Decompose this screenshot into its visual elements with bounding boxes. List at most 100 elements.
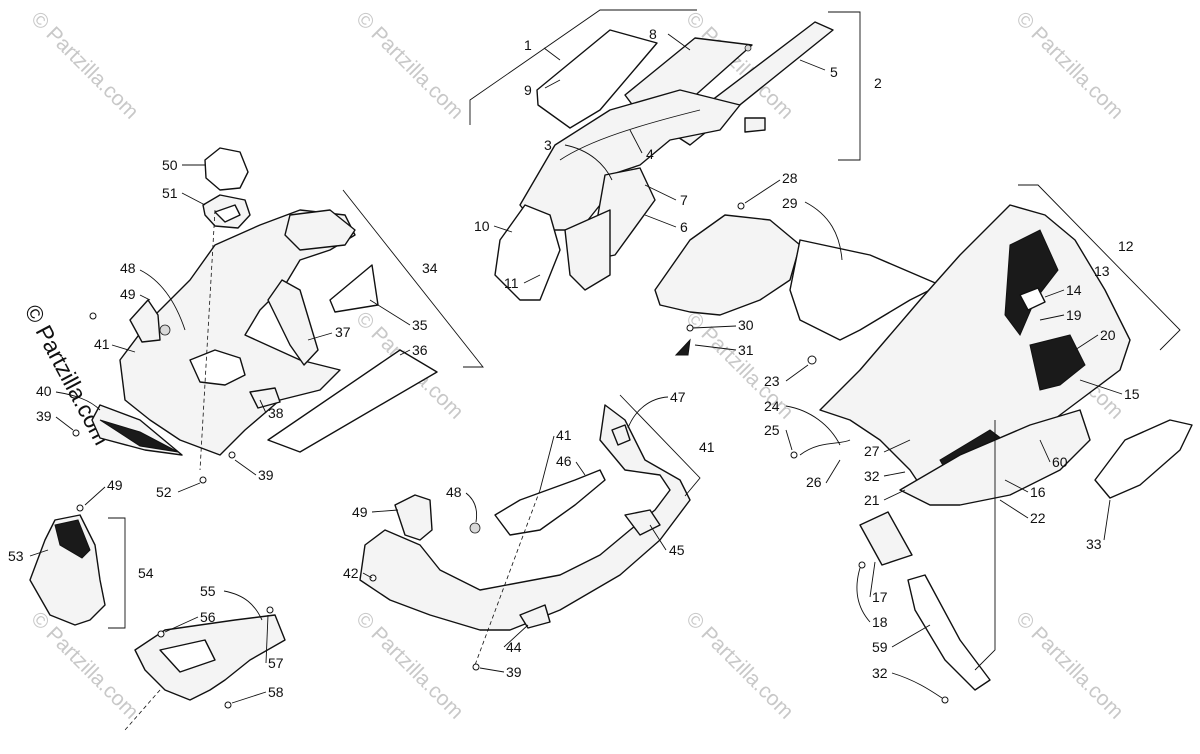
watermark: © Partzilla.com: [351, 607, 467, 723]
callout-33: 33: [1086, 536, 1102, 552]
part-13-hood: [819, 204, 1131, 501]
leader-32b: [891, 672, 943, 699]
part-34-duct-opening: [189, 349, 246, 386]
part-10-nose: [494, 204, 561, 301]
bracket-16-59: [974, 420, 996, 671]
callout-11: 11: [504, 275, 519, 291]
bracket-42: [619, 394, 701, 497]
callout-48: 48: [120, 260, 136, 276]
callout-51: 51: [162, 185, 178, 201]
part-23-nut: [807, 355, 817, 365]
leader-9: [544, 79, 561, 89]
leader-47: [627, 396, 669, 429]
callout-7: 7: [680, 192, 688, 208]
part-39-rivet-2: [228, 451, 236, 459]
bracket-53: [108, 517, 126, 629]
leader-58: [231, 691, 267, 704]
hood-bumper-assembly: 12 13 14 19 20 15 60 16 22 33 23 24 25 2…: [764, 184, 1193, 704]
belly-centerline: [474, 489, 541, 666]
part-46-insert: [494, 469, 606, 536]
callout-18: 18: [872, 614, 888, 630]
leader-16: [1004, 479, 1029, 493]
leader-4: [629, 129, 643, 154]
part-34-nose-pan: [119, 209, 356, 456]
hood-assembly: 1 2 3 4 5 6 7 8 9 10 11: [469, 9, 882, 301]
part-36-screen: [267, 349, 438, 453]
leader-51: [181, 192, 206, 206]
leader-44: [503, 624, 529, 648]
part-37-post: [267, 279, 319, 366]
leader-23: [785, 364, 809, 382]
part-51-opening: [214, 204, 241, 223]
bracket-12: [1018, 184, 1181, 351]
callout-20: 20: [1100, 327, 1116, 343]
callout-49: 49: [107, 477, 123, 493]
leader-48: [139, 269, 186, 331]
callout-57: 57: [268, 655, 284, 671]
part-29-panel: [654, 214, 801, 316]
part-25-clip: [790, 451, 798, 459]
callout-35: 35: [412, 317, 428, 333]
callout-10: 10: [474, 218, 490, 234]
callout-43: 42: [343, 565, 359, 581]
callout-60: 60: [1052, 454, 1068, 470]
part-58-fastener: [224, 701, 232, 709]
callout-32: 32: [872, 665, 888, 681]
callout-54: 53: [8, 548, 24, 564]
part-31-clip: [674, 338, 691, 356]
callout-37: 37: [335, 324, 351, 340]
callout-56: 56: [200, 609, 216, 625]
watermark: © Partzilla.com: [1011, 607, 1127, 723]
callout-28: 28: [782, 170, 798, 186]
leader-55: [223, 590, 263, 621]
callout-52: 52: [156, 484, 172, 500]
callout-55: 55: [200, 583, 216, 599]
watermark: © Partzilla.com: [1011, 7, 1127, 123]
leader-22: [999, 499, 1029, 519]
lower-cowl-assembly: 55 56 57 58: [124, 583, 286, 731]
leader-28: [744, 179, 781, 204]
part-17-plate: [859, 511, 913, 566]
callout-14: 14: [1066, 282, 1082, 298]
bracket-1: [469, 9, 697, 125]
part-32-fastener: [941, 696, 949, 704]
callout-21: 21: [864, 492, 880, 508]
part-14-cap: [1019, 287, 1046, 311]
callout-24: 24: [764, 398, 780, 414]
part-3-crease: [559, 109, 701, 161]
callout-41: 41: [94, 336, 110, 352]
leader-26: [825, 459, 841, 484]
bracket-2: [828, 11, 861, 161]
part-5-bracket: [744, 117, 766, 133]
leader-10: [493, 225, 513, 233]
callout-23: 23: [764, 373, 780, 389]
leader-35: [369, 299, 411, 326]
part-8-fastener: [744, 44, 752, 52]
leader-30: [692, 325, 737, 329]
part-54-dark-vent: [54, 519, 91, 559]
leader-39b: [234, 459, 257, 476]
part-56-screw: [157, 630, 165, 638]
watermark: © Partzilla.com: [26, 7, 142, 123]
part-24-cable: [799, 439, 851, 456]
part-29-screen: [789, 239, 941, 341]
callout-27: 27: [864, 443, 880, 459]
part-39-rivet-c: [472, 663, 480, 671]
callout-48: 48: [446, 484, 462, 500]
callout-1: 1: [524, 37, 532, 53]
callout-34: 34: [422, 260, 438, 276]
leader-59: [891, 624, 931, 648]
leader-38: [259, 399, 267, 414]
part-9-panel: [536, 29, 658, 129]
callout-39: 39: [506, 664, 522, 680]
callout-13: 13: [1094, 263, 1110, 279]
callout-44: 44: [506, 639, 522, 655]
callout-12: 12: [1118, 238, 1134, 254]
leader-37: [307, 332, 333, 341]
callout-6: 6: [680, 219, 688, 235]
callout-4: 4: [646, 146, 654, 162]
part-18-fastener: [858, 561, 866, 569]
leader-57: [265, 614, 269, 664]
part-34-right-cowl: [284, 209, 356, 251]
leader-56: [164, 616, 199, 633]
